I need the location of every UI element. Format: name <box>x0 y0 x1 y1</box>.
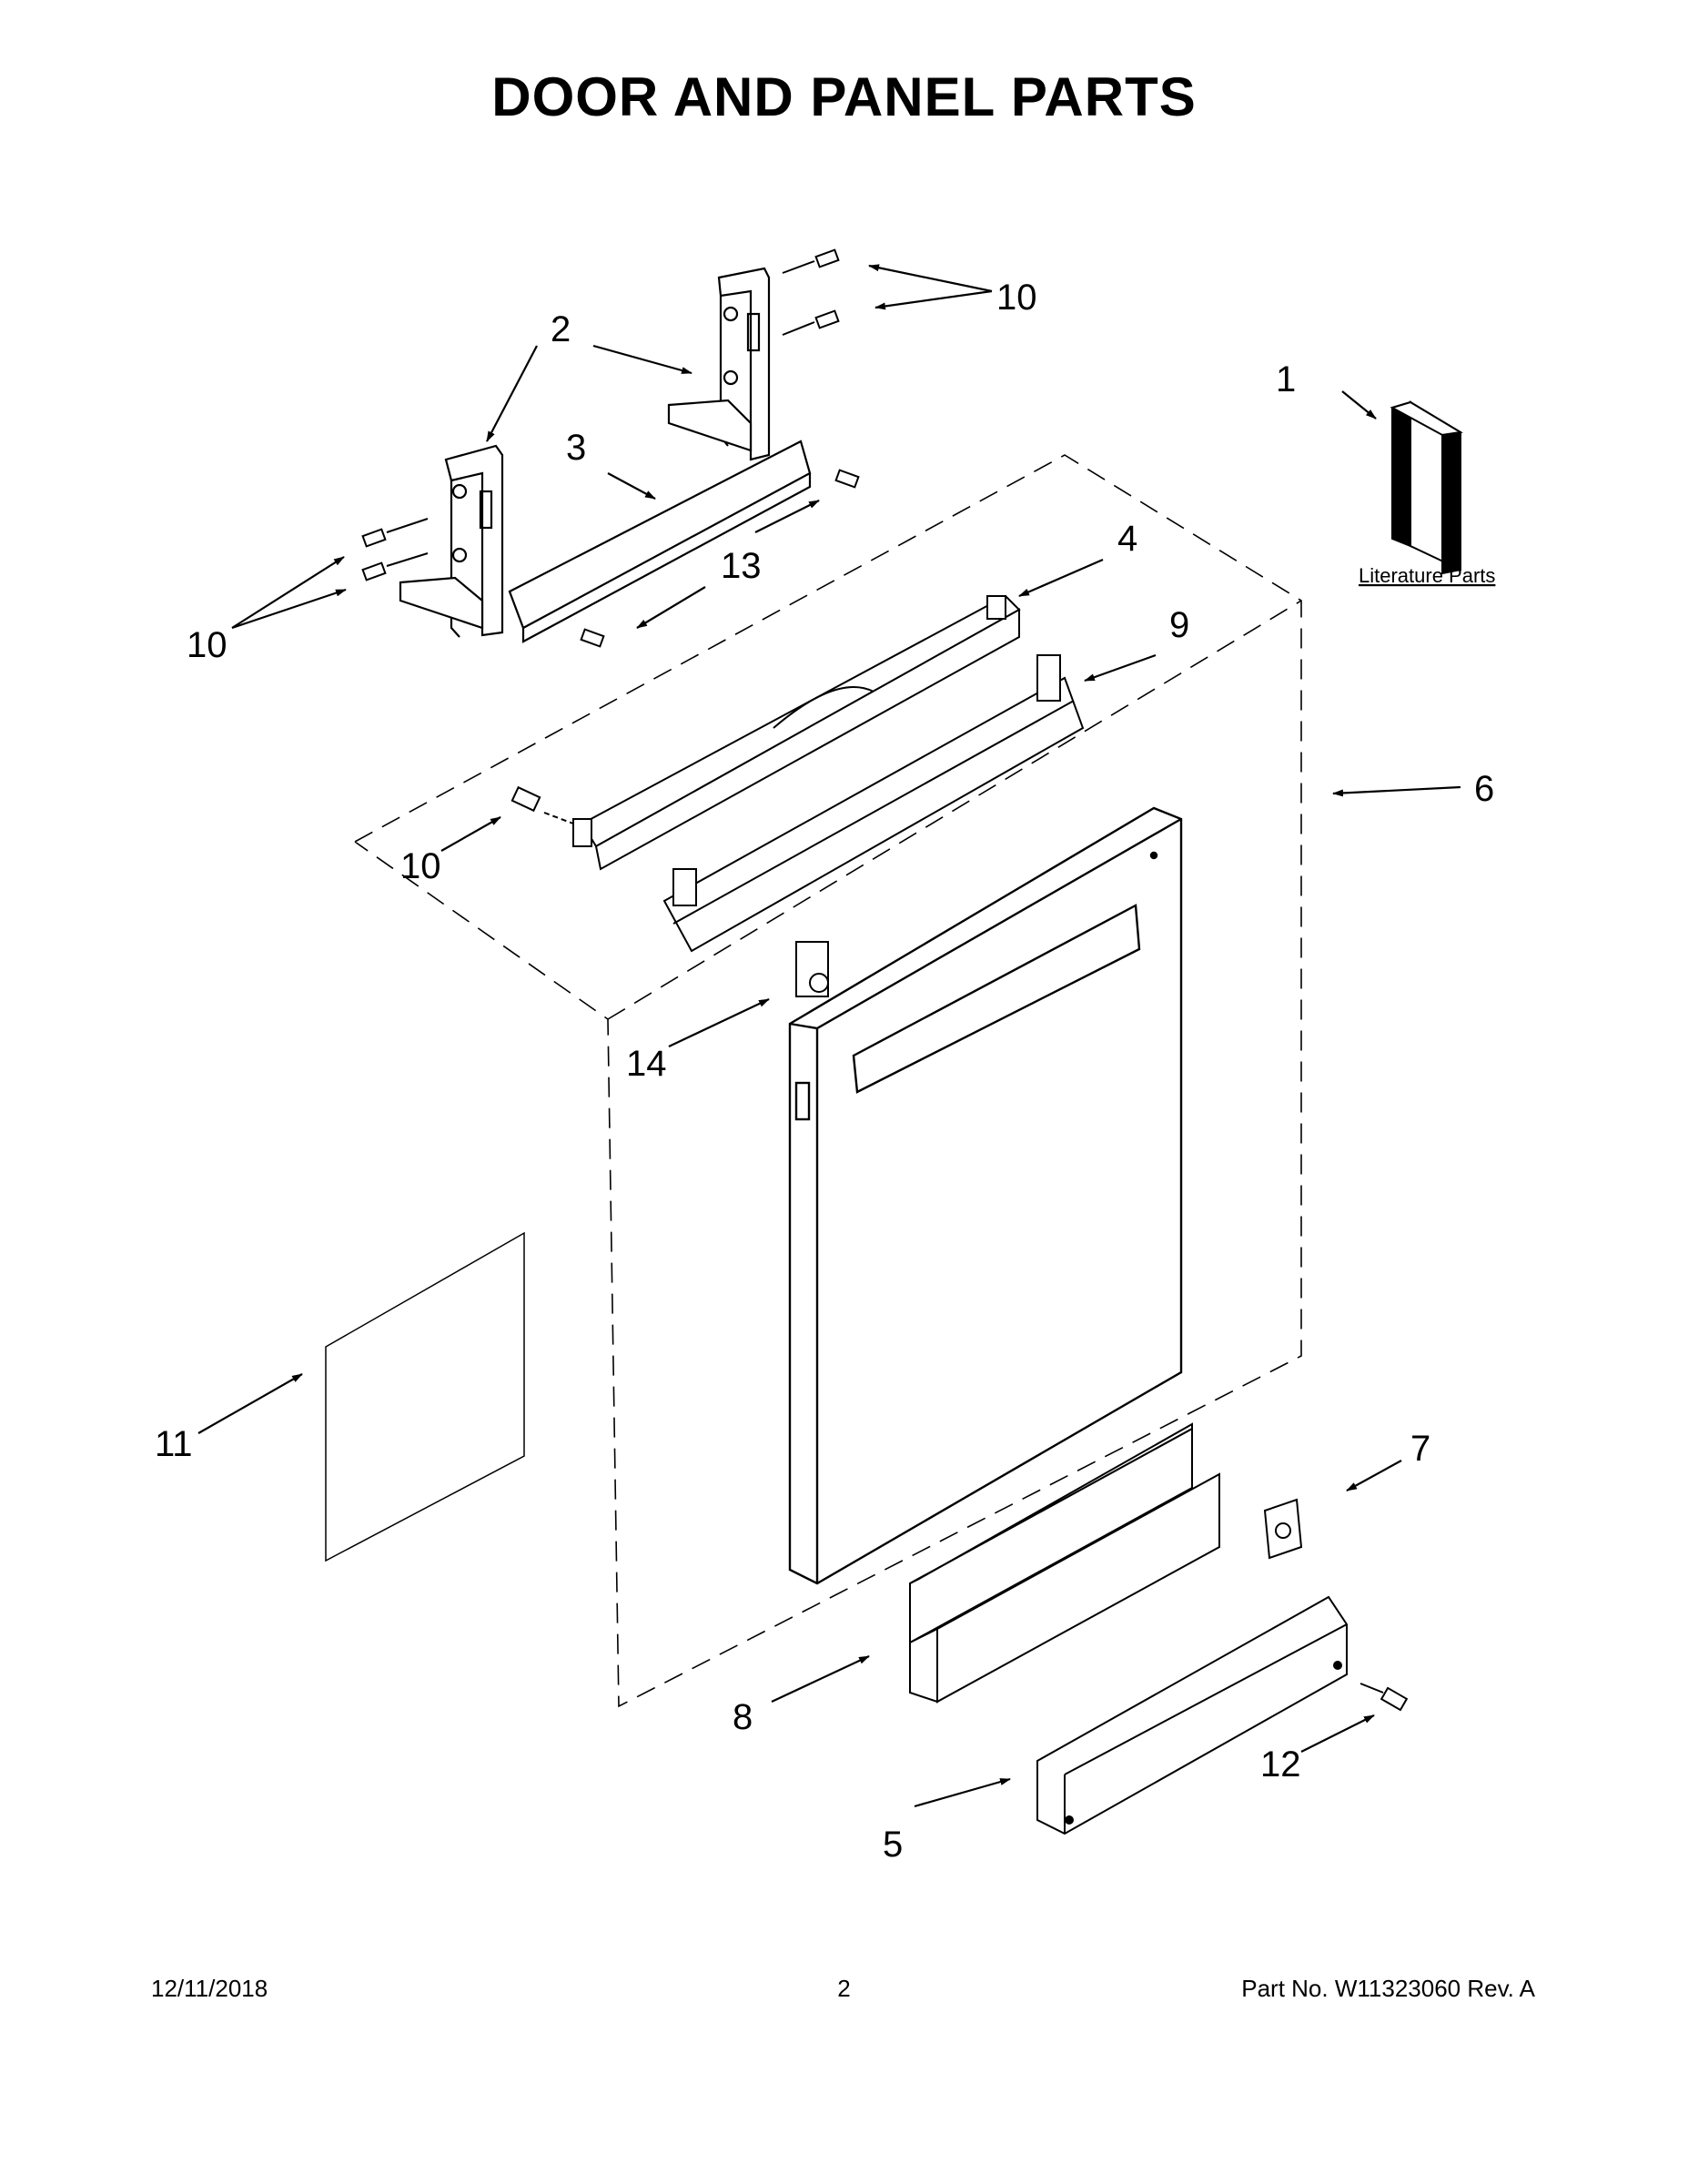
toe-clip <box>1263 1498 1303 1560</box>
screw-bottom-right <box>1359 1683 1409 1712</box>
callout-9: 9 <box>1169 605 1189 645</box>
callout-10-top: 10 <box>996 278 1037 318</box>
screw-panel-left <box>510 785 574 824</box>
callout-1: 1 <box>1276 359 1296 399</box>
cabinet-outline <box>354 454 1302 1708</box>
console-bracket <box>662 654 1085 953</box>
literature-parts-booklet <box>1390 400 1463 575</box>
callout-10-middle: 10 <box>400 846 441 886</box>
insulation-panel <box>325 1231 525 1562</box>
literature-parts-label: Literature Parts <box>1359 564 1495 587</box>
callout-10-left: 10 <box>187 625 227 665</box>
footer-date: 12/11/2018 <box>151 1975 268 2002</box>
mounting-rail <box>508 440 812 643</box>
callout-5: 5 <box>883 1825 903 1865</box>
screw-rail-right <box>834 469 860 489</box>
callout-6: 6 <box>1474 769 1494 809</box>
door-panel <box>788 806 1183 1585</box>
mounting-bracket-left <box>399 444 504 638</box>
callout-leader-lines <box>197 264 1461 1808</box>
callout-2: 2 <box>551 309 571 349</box>
screw-top-1 <box>782 248 840 274</box>
door-latch <box>795 941 829 997</box>
callout-3: 3 <box>566 428 586 468</box>
callout-14: 14 <box>626 1044 667 1084</box>
mounting-bracket-right <box>667 267 771 461</box>
screw-top-2 <box>782 309 840 336</box>
control-panel <box>572 594 1021 871</box>
screw-left-1 <box>361 518 429 548</box>
screw-left-2 <box>361 552 429 581</box>
callout-12: 12 <box>1260 1744 1301 1785</box>
callout-7: 7 <box>1410 1429 1430 1469</box>
callout-8: 8 <box>733 1697 753 1737</box>
toe-panel-assembly <box>909 1422 1220 1704</box>
callout-13: 13 <box>721 546 762 586</box>
footer-part-number: Part No. W11323060 Rev. A <box>1241 1975 1535 2002</box>
page-title: DOOR AND PANEL PARTS <box>491 66 1197 127</box>
footer-page-number: 2 <box>837 1975 851 2002</box>
kick-plate-bracket <box>1036 1595 1348 1835</box>
callout-11: 11 <box>155 1424 193 1464</box>
screw-rail-left <box>580 628 605 648</box>
callout-4: 4 <box>1117 519 1137 559</box>
